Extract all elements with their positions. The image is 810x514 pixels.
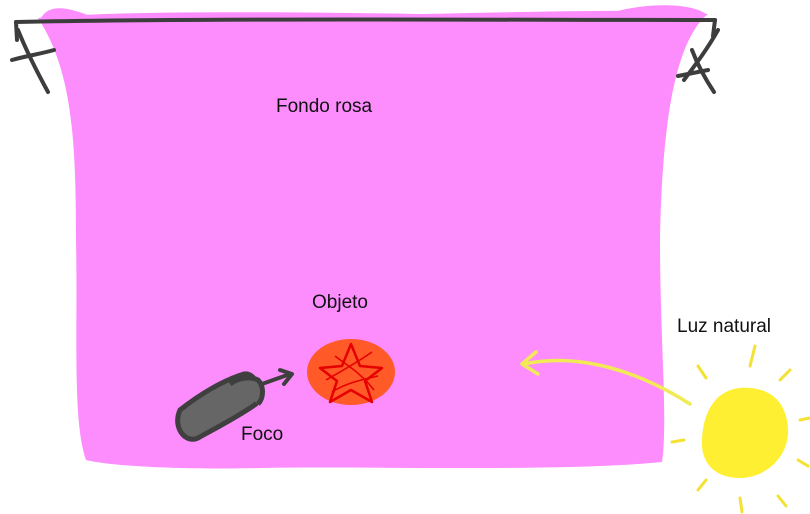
spotlight-label: Foco (241, 424, 283, 446)
natural-light-label: Luz natural (677, 316, 771, 338)
object-label: Objeto (312, 292, 368, 314)
object-icon (307, 339, 395, 405)
sun-icon (672, 346, 810, 512)
backdrop-label: Fondo rosa (276, 96, 372, 118)
